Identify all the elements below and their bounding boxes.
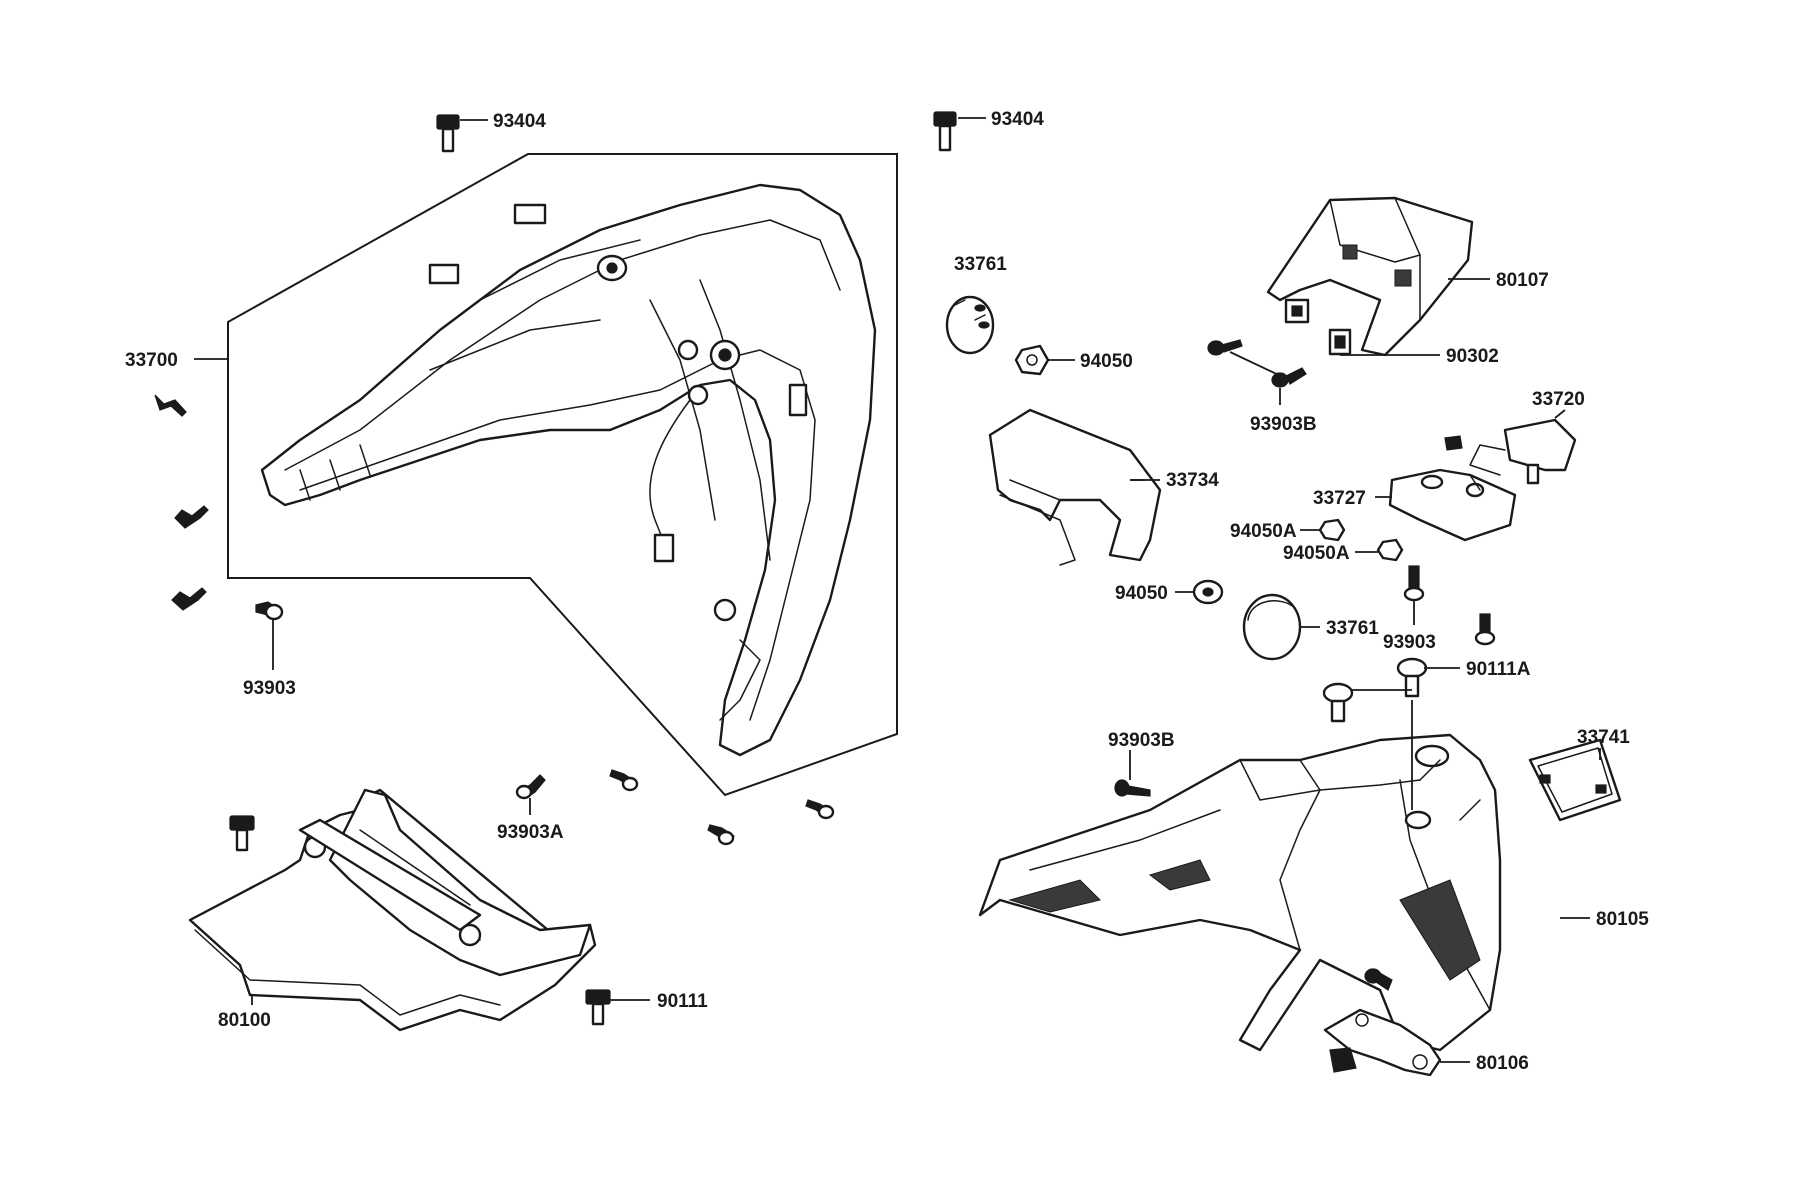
nut-94050-top[interactable] (1014, 344, 1050, 376)
screw-93903B-b[interactable] (1271, 367, 1307, 388)
label-80105: 80105 (1596, 909, 1649, 930)
part-80105-rear-fender[interactable] (978, 733, 1502, 1052)
part-33727-mount-plate[interactable] (1388, 468, 1517, 542)
screw-33700-c[interactable] (171, 587, 207, 611)
label-93404-left: 93404 (493, 111, 546, 132)
screw-93903A-d[interactable] (805, 799, 835, 820)
screw-93404-left[interactable] (436, 114, 460, 153)
label-93404-right: 93404 (991, 109, 1044, 130)
clip-90302-a[interactable] (1284, 298, 1310, 324)
screw-90111A-b[interactable] (1322, 682, 1354, 723)
screw-93903A-c[interactable] (707, 824, 735, 846)
bolt-80100-left[interactable] (229, 815, 255, 852)
screw-80105-small[interactable] (1364, 968, 1393, 991)
label-33761-bottom: 33761 (1326, 618, 1379, 639)
label-90111A: 90111A (1466, 659, 1531, 680)
nut-94050-bottom[interactable] (1192, 579, 1224, 605)
label-93903-right: 93903 (1383, 632, 1436, 653)
label-33727: 33727 (1313, 488, 1366, 509)
screw-90111A-a[interactable] (1396, 657, 1428, 698)
label-33741: 33741 (1577, 727, 1630, 748)
label-90111: 90111 (657, 991, 708, 1012)
clip-90302-b[interactable] (1328, 328, 1352, 356)
label-94050A-b: 94050A (1283, 543, 1350, 564)
screw-93903-right-a[interactable] (1403, 565, 1425, 602)
label-80100: 80100 (218, 1010, 271, 1031)
label-94050A-a: 94050A (1230, 521, 1297, 542)
bolt-90111-left[interactable] (585, 989, 611, 1026)
part-80107-cover[interactable] (1266, 196, 1474, 357)
label-93903A: 93903A (497, 822, 564, 843)
part-33720-lamp[interactable] (1444, 418, 1577, 485)
label-93903-left: 93903 (243, 678, 296, 699)
label-80107: 80107 (1496, 270, 1549, 291)
label-33734: 33734 (1166, 470, 1219, 491)
screw-93903A-a[interactable] (515, 774, 546, 800)
part-33761-top-grommet[interactable] (945, 295, 995, 355)
label-33761-top: 33761 (954, 254, 1007, 275)
label-90302: 90302 (1446, 346, 1499, 367)
part-labels: 93404 93404 33700 93903 93903A 80100 901… (125, 109, 1649, 1074)
screw-33700-a[interactable] (154, 394, 187, 417)
screw-93903B-right[interactable] (1114, 779, 1151, 797)
part-80106-bracket[interactable] (1323, 1008, 1442, 1077)
part-33741-reflector[interactable] (1528, 738, 1622, 822)
assembly-frame-33700 (227, 153, 898, 797)
part-33734-bracket[interactable] (988, 408, 1162, 566)
screw-93404-right[interactable] (933, 111, 957, 152)
label-93903B-right: 93903B (1108, 730, 1175, 751)
screw-93903-right-b[interactable] (1474, 613, 1496, 646)
nut-94050A-b[interactable] (1376, 538, 1404, 562)
screw-93903A-b[interactable] (609, 769, 639, 792)
part-33761-bottom-grommet[interactable] (1242, 593, 1302, 661)
part-80100-tray[interactable] (188, 788, 597, 1032)
label-93903B-top: 93903B (1250, 414, 1317, 435)
label-33720: 33720 (1532, 389, 1585, 410)
label-80106: 80106 (1476, 1053, 1529, 1074)
leader-lines (194, 117, 1601, 1063)
screw-93903-left[interactable] (255, 601, 284, 621)
nut-94050A-a[interactable] (1318, 518, 1346, 542)
screw-33700-b[interactable] (174, 505, 209, 529)
part-33700-tail-housing[interactable] (260, 183, 877, 757)
label-94050-top: 94050 (1080, 351, 1133, 372)
screw-93903B-a[interactable] (1207, 339, 1243, 356)
label-33700: 33700 (125, 350, 178, 371)
label-94050-bottom: 94050 (1115, 583, 1168, 604)
